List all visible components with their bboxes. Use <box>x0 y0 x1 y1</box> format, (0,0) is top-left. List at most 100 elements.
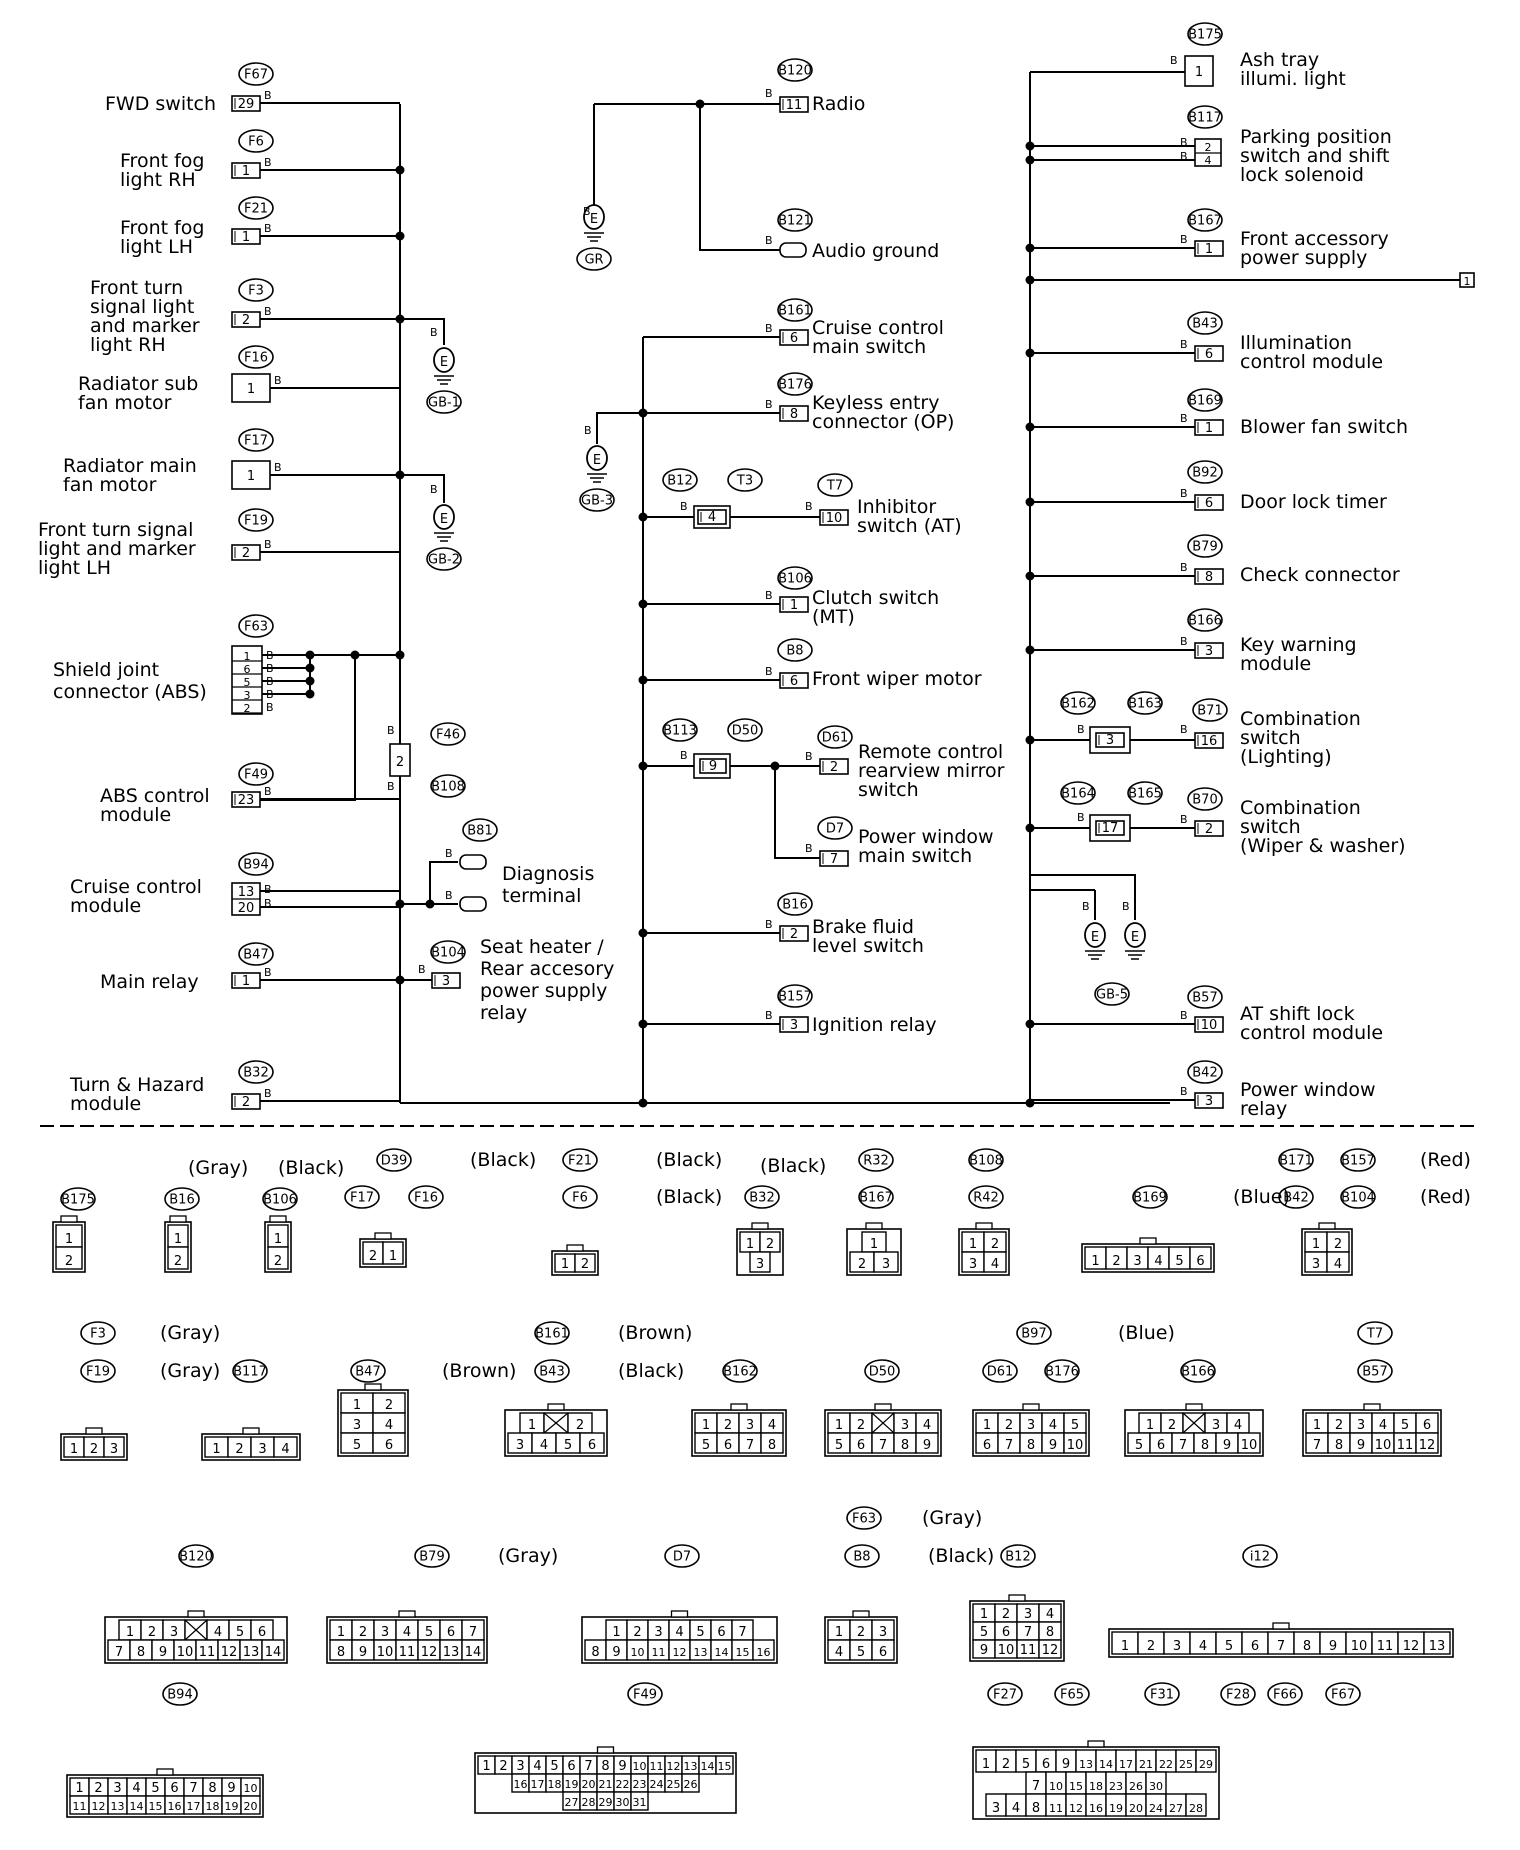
connector-id-b92: B92 <box>1192 466 1217 481</box>
junction-dot <box>395 231 405 241</box>
connector-latch <box>398 1610 416 1618</box>
ground-id-gr: GR <box>584 253 603 268</box>
connector-pin: 15 <box>149 1800 163 1813</box>
connector-pin: 2 <box>576 1418 584 1433</box>
legend-id-f63: F63 <box>852 1512 876 1527</box>
connector-b16 <box>779 925 809 942</box>
legend-id-f3: F3 <box>90 1327 106 1342</box>
connector-pin: 11 <box>399 1645 416 1660</box>
ground-terminal-gb-5 <box>1124 922 1146 948</box>
junction-dot <box>1025 497 1035 507</box>
connector-pin: 10 <box>1375 1438 1392 1453</box>
connector-id-b42-oval <box>1187 1060 1223 1084</box>
legend-id-b32-oval <box>744 1185 780 1209</box>
connector-id-b167: B167 <box>1188 214 1222 229</box>
wire-color-b: B <box>1180 150 1188 163</box>
connector-id-f17: F17 <box>244 434 268 449</box>
connector-pin-cell <box>382 1241 404 1265</box>
connector-pin: 4 <box>1379 1418 1387 1433</box>
connector-id-b167-oval <box>1187 208 1223 232</box>
legend-id-r42: R42 <box>973 1191 999 1206</box>
wire-color-b: B <box>445 889 453 902</box>
pin-number: 1 <box>1205 421 1213 436</box>
connector-b92 <box>1194 494 1224 511</box>
wire-color-b: B <box>1180 1085 1188 1098</box>
connector-b121 <box>779 242 807 258</box>
connector-pin: 8 <box>768 1438 776 1453</box>
junction-dots <box>305 99 1035 1108</box>
legend-id-f16-oval <box>408 1185 444 1209</box>
connector-id-d61-oval <box>817 725 853 749</box>
wire <box>699 104 780 251</box>
ground-symbol-e: E <box>1091 930 1099 945</box>
connector-pin: 7 <box>1024 1625 1032 1640</box>
connector-pin: 18 <box>206 1800 220 1813</box>
connector-pin-cell <box>915 1432 939 1454</box>
connector-id-b12: B12 <box>667 474 692 489</box>
connector-pin-cell <box>1237 1432 1261 1454</box>
connector-pin: 2 <box>1112 1254 1120 1269</box>
legend-id-b79-oval <box>414 1544 450 1568</box>
label-ign: Ignition relay <box>812 1014 937 1036</box>
connector-id-b12-oval <box>662 468 698 492</box>
pin-number: 2 <box>242 1095 250 1110</box>
label-audiognd: Audio ground <box>812 240 939 262</box>
pin-number: 9 <box>709 759 717 774</box>
pin-number: 1 <box>242 974 250 989</box>
label-ashtray: illumi. light <box>1240 68 1346 90</box>
legend-id-i12-oval <box>1242 1544 1278 1568</box>
label-comblight: (Lighting) <box>1240 746 1332 768</box>
connector-pin: 12 <box>1419 1438 1436 1453</box>
legend-id-b117: B117 <box>233 1365 267 1380</box>
wire-color-b: B <box>1180 813 1188 826</box>
pin-number: 3 <box>442 974 450 989</box>
connector-latch <box>85 1427 103 1435</box>
pin-number: 1 <box>790 598 798 613</box>
connector-pin: 1 <box>1313 1418 1321 1433</box>
connector-pin: 20 <box>1129 1802 1143 1815</box>
label-cruisemod: Cruise control <box>70 876 202 898</box>
connector-pin: 1 <box>482 1759 490 1774</box>
ground-id-gb-5: GB-5 <box>1096 988 1128 1003</box>
label-atshift: control module <box>1240 1022 1383 1044</box>
label-combwiper: Combination <box>1240 797 1361 819</box>
connector-id-b42: B42 <box>1192 1066 1217 1081</box>
connector-b12 <box>697 509 727 525</box>
connector-pin: 2 <box>1334 1237 1342 1252</box>
legend-id-t7-oval <box>1357 1321 1393 1345</box>
legend-id-d39: D39 <box>381 1154 408 1169</box>
connector-pin: 14 <box>465 1645 482 1660</box>
connector-pin-cell <box>1189 1246 1212 1270</box>
connector-pin: 9 <box>612 1645 620 1660</box>
wire-color-b: B <box>266 649 274 662</box>
wire-color-b: B <box>274 461 282 474</box>
connector-b43 <box>1194 345 1224 362</box>
connector-pin: 1 <box>969 1237 977 1252</box>
pin-number: 2 <box>242 313 250 328</box>
legend-id-b176-oval <box>1044 1359 1080 1383</box>
connector-pin: 7 <box>115 1645 123 1660</box>
connector-pin-cell <box>267 1246 289 1270</box>
wire-color-b: B <box>266 662 274 675</box>
connector-pin: 9 <box>1223 1438 1231 1453</box>
pin-number: 1 <box>242 230 250 245</box>
connector-pin: 8 <box>137 1645 145 1660</box>
label-turnrh: Front turn <box>90 277 183 299</box>
legend-id-b167-oval <box>858 1185 894 1209</box>
wire-color-b: B <box>266 701 274 714</box>
connector-id-b47-oval <box>238 942 274 966</box>
connector-b164 <box>1095 820 1125 836</box>
connector-latch <box>242 1427 260 1435</box>
connector-pin: 2 <box>65 1254 73 1269</box>
connector-pin: 3 <box>258 1442 266 1457</box>
connector-pin: 4 <box>1199 1639 1207 1654</box>
label-inhib: Inhibitor <box>857 496 936 518</box>
connector-pin: 14 <box>265 1645 282 1660</box>
label-abs: ABS control <box>100 785 210 807</box>
label-radmain: Radiator main <box>63 455 197 477</box>
connector-pin: 2 <box>1005 1418 1013 1433</box>
label-cruisesw: Cruise control <box>812 317 944 339</box>
legend-id-b8-oval <box>844 1544 880 1568</box>
connector-pin-cell <box>1423 1631 1451 1655</box>
connector-pin: 6 <box>170 1781 178 1796</box>
